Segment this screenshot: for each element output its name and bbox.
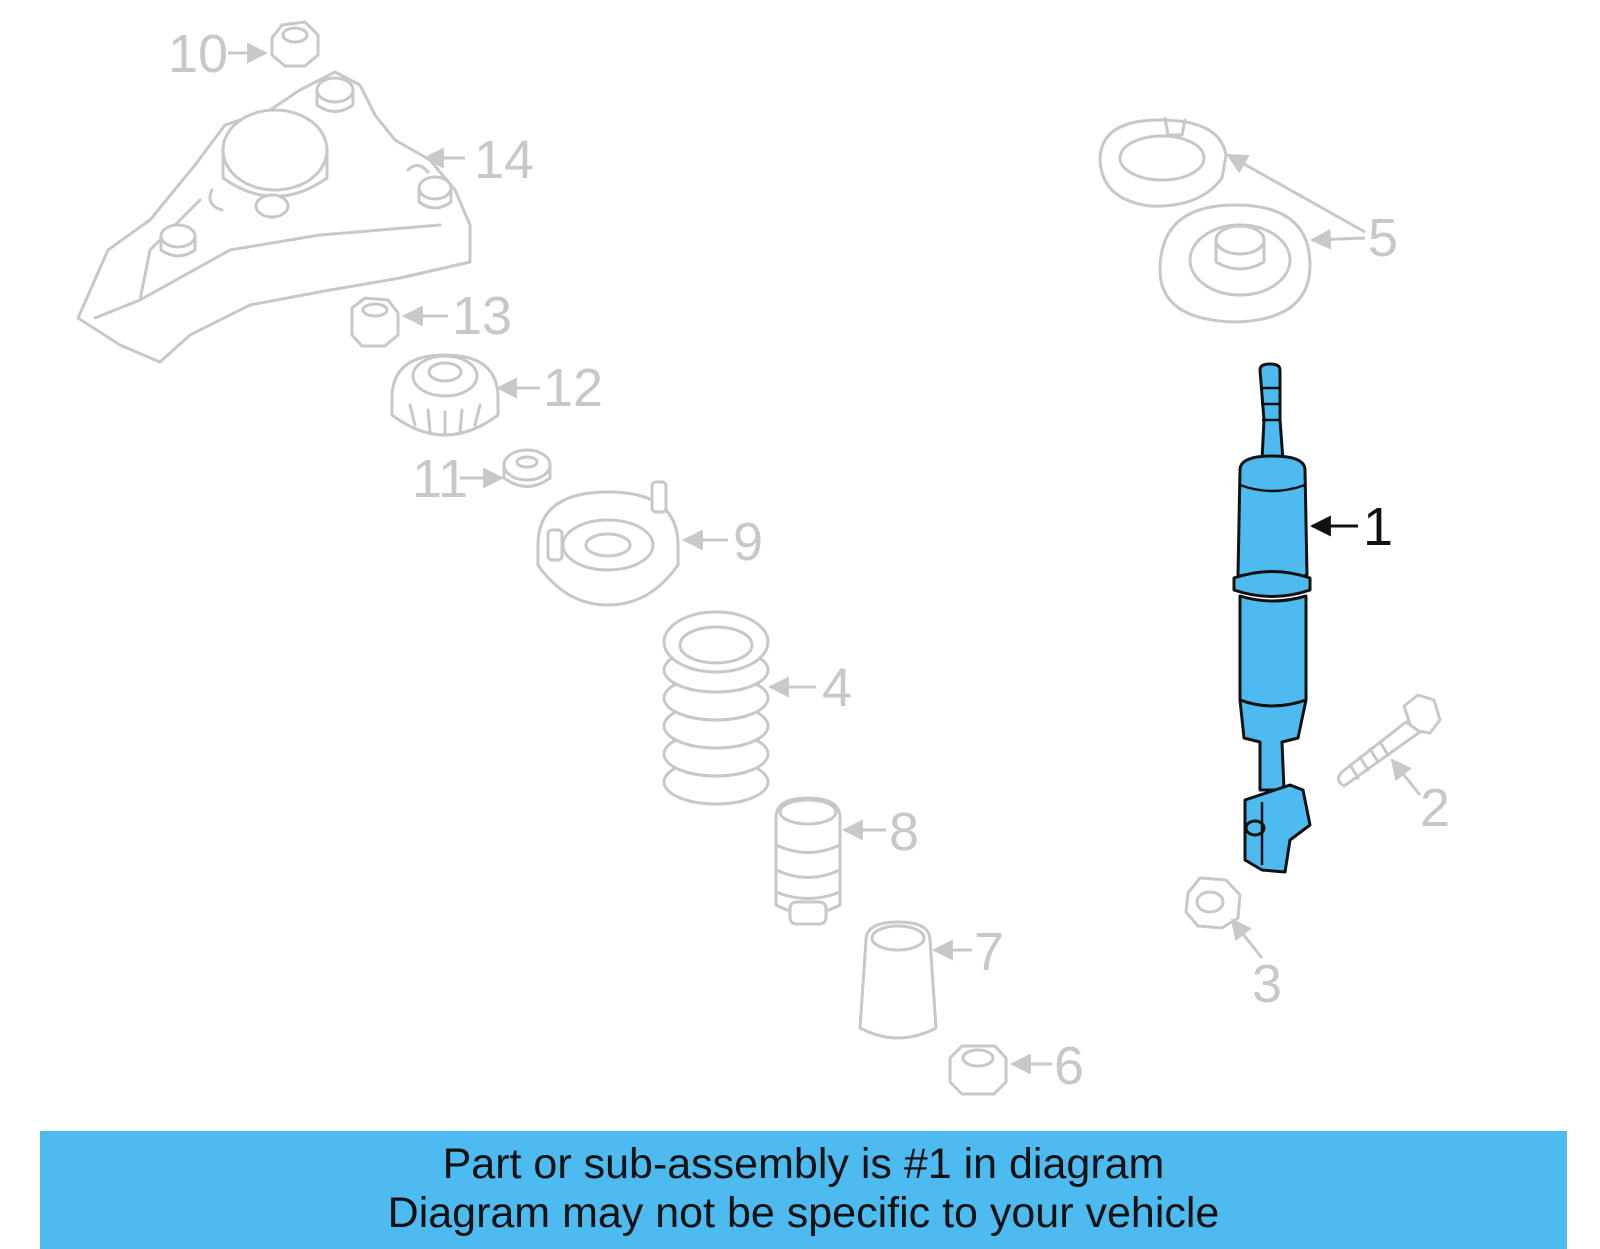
leader-5b	[1309, 228, 1366, 250]
callout-8: 8	[889, 802, 919, 862]
leader-5a	[1226, 153, 1366, 234]
part-2-bolt	[1337, 693, 1442, 788]
callout-5: 5	[1368, 208, 1398, 268]
leader-3	[1230, 918, 1264, 959]
part-6-nut	[948, 1044, 1008, 1096]
part-12-bearing-cap	[390, 353, 500, 437]
callout-12: 12	[543, 358, 603, 418]
callout-11: 11	[412, 449, 468, 509]
callout-3: 3	[1252, 954, 1282, 1014]
part-14-upper-mount-bracket	[76, 70, 472, 364]
part-3-nut	[1184, 876, 1242, 930]
leader-2	[1390, 758, 1422, 796]
part-7-dust-boot	[858, 920, 938, 1040]
part-5-spring-seats	[1098, 116, 1312, 324]
callout-2: 2	[1420, 778, 1450, 838]
callout-14: 14	[474, 130, 534, 190]
callout-7: 7	[974, 922, 1004, 982]
part-1-shock-absorber	[1232, 362, 1312, 874]
part-10-nut	[270, 20, 320, 68]
banner-line-disclaimer: Diagram may not be specific to your vehi…	[387, 1189, 1220, 1237]
banner-line-part: Part or sub-assembly is #1 in diagram	[442, 1140, 1165, 1188]
part-4-coil-spring	[662, 610, 770, 806]
callout-6: 6	[1054, 1036, 1084, 1096]
callout-1: 1	[1363, 497, 1393, 557]
callout-4: 4	[822, 658, 852, 718]
part-11-washer	[502, 448, 552, 488]
info-banner: Part or sub-assembly is #1 in diagram Di…	[40, 1131, 1567, 1249]
part-13-nut	[350, 296, 400, 348]
callout-10: 10	[168, 24, 228, 84]
callout-9: 9	[733, 512, 763, 572]
part-9-strut-mount	[536, 480, 680, 607]
part-8-bump-stop	[774, 796, 842, 926]
callout-13: 13	[452, 286, 512, 346]
